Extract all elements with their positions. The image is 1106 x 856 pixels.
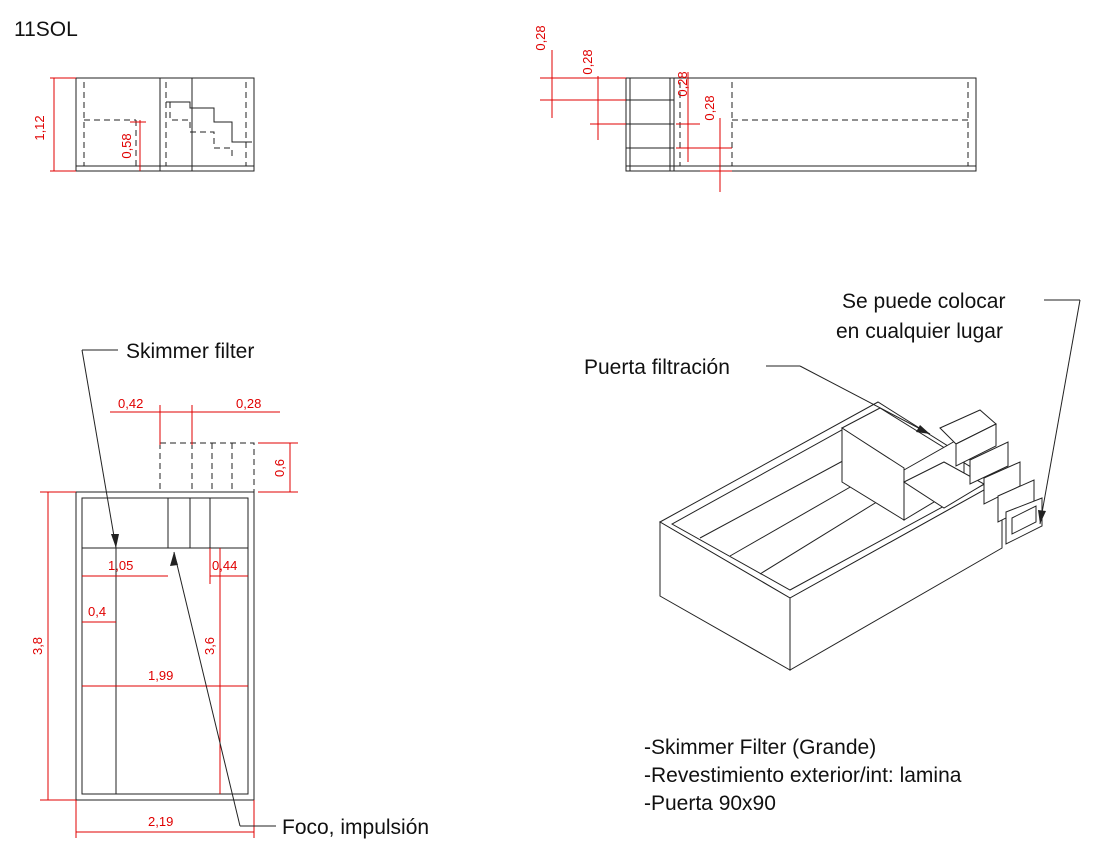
dim-06: 0,6 xyxy=(272,459,287,477)
colocar-line1: Se puede colocar xyxy=(842,290,1005,313)
dim-028-a: 0,28 xyxy=(533,25,548,50)
colocar-line2: en cualquier lugar xyxy=(836,320,1003,343)
dim-step: 0,58 xyxy=(119,133,134,158)
drawing-code: 11SOL xyxy=(14,18,78,41)
leader-lines-iso xyxy=(766,299,1081,525)
note-2: -Revestimiento exterior/int: lamina xyxy=(644,764,962,787)
skimmer-label: Skimmer filter xyxy=(126,340,254,363)
isometric-view xyxy=(658,401,1043,671)
dim-028-b: 0,28 xyxy=(580,49,595,74)
dim-04: 0,4 xyxy=(88,604,106,619)
puerta-label: Puerta filtración xyxy=(584,356,730,379)
plan-view: 0,42 0,28 0,6 3,8 3,6 1,05 0,44 0,4 1,99… xyxy=(30,396,298,838)
leader-lines-plan xyxy=(81,349,276,827)
side-elevation-right: 0,28 0,28 0,28 0,28 xyxy=(533,25,977,192)
side-elevation-left: 1,12 0,58 xyxy=(32,77,255,172)
dim-36: 3,6 xyxy=(202,637,217,655)
dim-219: 2,19 xyxy=(148,814,173,829)
note-1: -Skimmer Filter (Grande) xyxy=(644,736,876,759)
dim-044: 0,44 xyxy=(212,558,237,573)
dim-042: 0,42 xyxy=(118,396,143,411)
dim-199: 1,99 xyxy=(148,668,173,683)
foco-label: Foco, impulsión xyxy=(282,816,429,839)
dim-38: 3,8 xyxy=(30,637,45,655)
note-3: -Puerta 90x90 xyxy=(644,792,776,815)
dim-028-d: 0,28 xyxy=(702,95,717,120)
dim-028-c: 0,28 xyxy=(675,71,690,96)
dim-height: 1,12 xyxy=(32,115,47,140)
dim-028: 0,28 xyxy=(236,396,261,411)
dim-105: 1,05 xyxy=(108,558,133,573)
